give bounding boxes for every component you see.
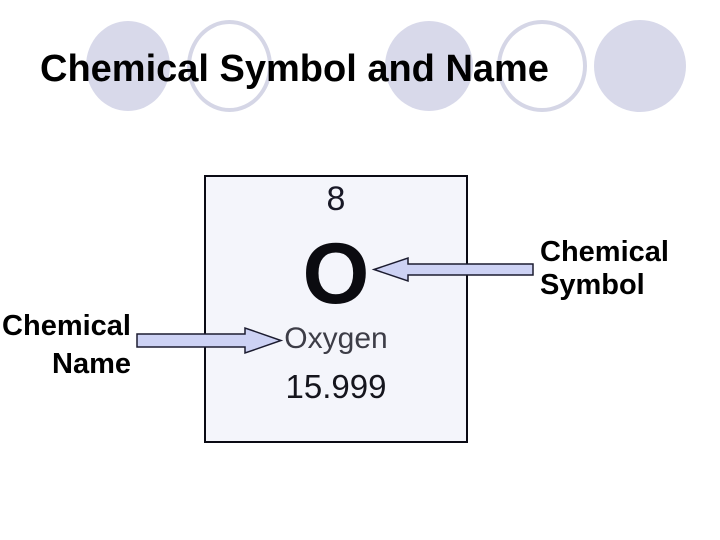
chemical-symbol-label-line1: Chemical xyxy=(540,236,669,268)
slide-title: Chemical Symbol and Name xyxy=(40,48,549,90)
element-name: Oxygen xyxy=(284,322,388,355)
decor-circle-filled-3 xyxy=(594,20,686,112)
chemical-symbol-label: Chemical Symbol xyxy=(540,236,669,302)
atomic-number: 8 xyxy=(326,180,346,218)
chemical-symbol-label-line2: Symbol xyxy=(540,269,645,301)
decor-circle-outlined-1 xyxy=(187,20,272,112)
decor-circle-outlined-2 xyxy=(497,20,587,112)
chemical-name-label-line1: Chemical xyxy=(2,310,131,342)
decor-circle-filled-2 xyxy=(385,21,473,111)
chemical-name-label-line2: Name xyxy=(52,348,131,380)
atomic-mass: 15.999 xyxy=(285,368,387,405)
decor-circle-filled-1 xyxy=(86,21,170,111)
element-card: 8 O Oxygen 15.999 xyxy=(204,175,468,443)
element-symbol: O xyxy=(302,226,370,322)
chemical-name-label: Chemical Name xyxy=(0,307,131,383)
